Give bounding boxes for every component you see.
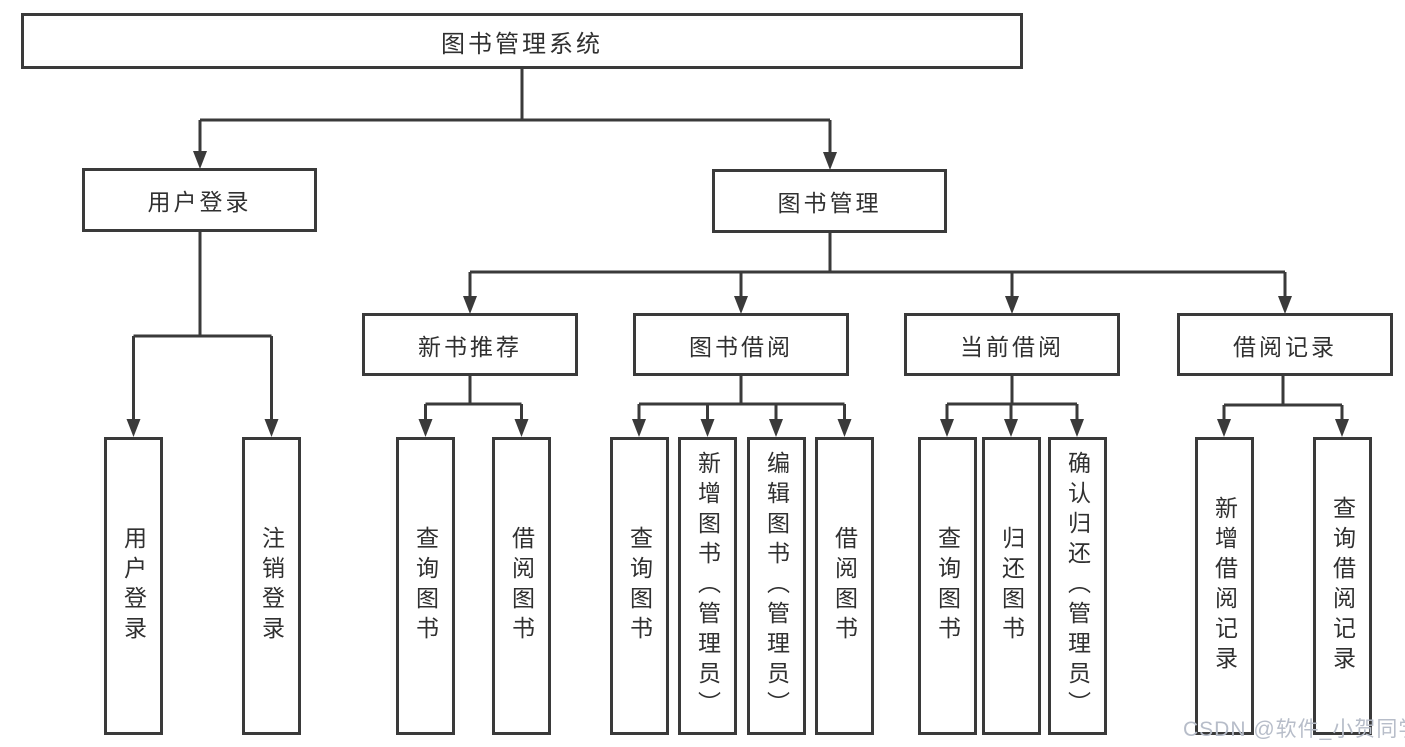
leaf-add-books-admin: 新增图书（管理员） [678, 437, 737, 735]
node-new-book-recommend: 新书推荐 [362, 313, 578, 376]
csdn-watermark: CSDN @软件_小贺同学 [1183, 718, 1405, 741]
node-book-borrow: 图书借阅 [633, 313, 849, 376]
leaf-confirm-return-admin: 确认归还（管理员） [1048, 437, 1107, 735]
leaf-user-login: 用户登录 [104, 437, 163, 735]
leaf-return-books: 归还图书 [982, 437, 1041, 735]
leaf-query-borrow-record: 查询借阅记录 [1313, 437, 1372, 735]
leaf-borrow-books-recommend: 借阅图书 [492, 437, 551, 735]
node-library-management-system: 图书管理系统 [21, 13, 1023, 69]
leaf-query-books-borrow: 查询图书 [610, 437, 669, 735]
node-borrow-records: 借阅记录 [1177, 313, 1393, 376]
leaf-borrow-books: 借阅图书 [815, 437, 874, 735]
leaf-query-books-current: 查询图书 [918, 437, 977, 735]
node-book-management: 图书管理 [712, 169, 947, 233]
node-user-login: 用户登录 [82, 168, 317, 232]
leaf-logout: 注销登录 [242, 437, 301, 735]
node-current-borrow: 当前借阅 [904, 313, 1120, 376]
leaf-edit-books-admin: 编辑图书（管理员） [747, 437, 806, 735]
leaf-add-borrow-record: 新增借阅记录 [1195, 437, 1254, 735]
leaf-query-books-recommend: 查询图书 [396, 437, 455, 735]
